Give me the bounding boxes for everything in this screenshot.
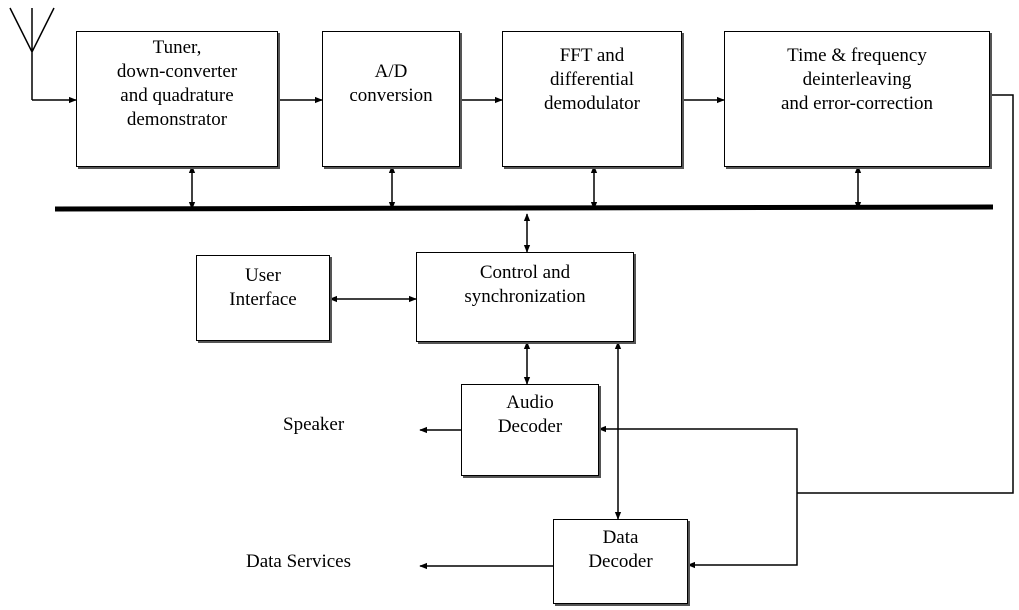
control-label-1: Control and [479,262,571,283]
fft-label-3: demodulator [543,93,641,114]
tuner-label-4: demonstrator [126,109,228,130]
deinterleave-label-2: deinterleaving [802,69,912,90]
path-to-audio [598,425,798,493]
deinterleave-block: Time & frequency deinterleaving and erro… [724,31,990,167]
control-label-2: synchronization [464,286,586,307]
audio-decoder-block: Audio Decoder [461,384,599,476]
tuner-label-3: and quadrature [120,85,234,106]
audio-label-1: Audio [506,392,554,413]
control-sync-block: Control and synchronization [416,252,634,342]
deinterleave-label-3: and error-correction [780,93,934,114]
user-interface-label-1: User [245,265,281,286]
deinterleave-label-1: Time & frequency [787,45,927,66]
fft-label-2: differential [549,69,635,90]
tuner-label-1: Tuner, [152,37,202,58]
tuner-label-2: down-converter [116,61,238,82]
user-interface-label-2: Interface [229,289,297,310]
fft-label-1: FFT and [559,45,625,66]
fft-block: FFT and differential demodulator [502,31,682,167]
data-decoder-label-1: Data [602,527,639,548]
path-deinterleave-output [797,94,1014,494]
antenna-icon [9,7,55,100]
ad-conversion-block: A/D conversion [322,31,460,167]
tuner-block: Tuner, down-converter and quadrature dem… [76,31,278,167]
data-decoder-label-2: Decoder [588,551,653,572]
data-services-label: Data Services [246,551,351,572]
audio-label-2: Decoder [497,416,563,437]
user-interface-block: User Interface [196,255,330,341]
path-to-data [687,493,798,569]
ad-label-1: A/D [374,61,408,82]
ad-label-2: conversion [349,85,433,106]
data-decoder-block: Data Decoder [553,519,688,604]
data-bus [54,204,994,212]
speaker-label: Speaker [283,414,345,435]
